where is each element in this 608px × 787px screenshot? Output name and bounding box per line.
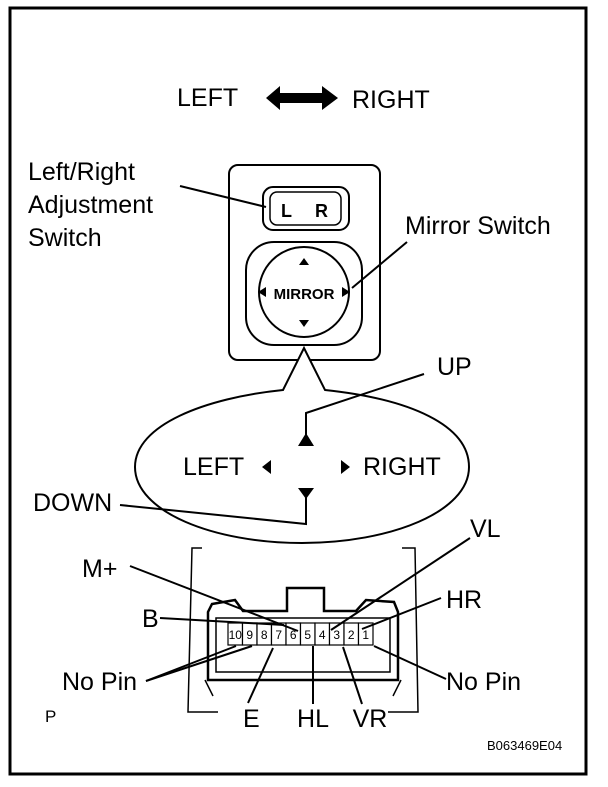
connector-guide-right <box>388 547 419 713</box>
mirror-down-icon <box>299 320 309 327</box>
down-leader <box>119 495 307 526</box>
pin-number: 4 <box>319 628 326 642</box>
lr-switch-leader <box>179 185 267 208</box>
diagram-frame <box>8 6 588 776</box>
lr-switch-callout-line2: Adjustment <box>28 191 153 219</box>
m-plus-label: M+ <box>82 555 117 583</box>
lr-switch-callout-line1: Left/Right <box>28 158 135 186</box>
up-label: UP <box>437 353 472 381</box>
connector-guide-left <box>187 547 218 713</box>
vr-label: VR <box>353 705 388 733</box>
l-key-label: L <box>281 201 292 221</box>
pin-number: 6 <box>290 628 297 642</box>
mirror-up-icon <box>299 258 309 265</box>
pin-number: 1 <box>362 628 369 642</box>
hl-label: HL <box>297 705 329 733</box>
p-marker: P <box>45 707 56 726</box>
vl-leader <box>330 537 471 631</box>
mirror-right-icon <box>342 287 350 297</box>
right-arrow-icon <box>341 460 350 474</box>
pin-number: 8 <box>261 628 268 642</box>
bubble-left-label: LEFT <box>183 453 244 481</box>
no-pin-left-label: No Pin <box>62 668 137 696</box>
hr-leader <box>361 597 442 630</box>
e-leader <box>247 647 274 704</box>
mirror-switch-callout: Mirror Switch <box>405 212 551 240</box>
mirror-switch-leader <box>351 241 408 289</box>
r-key-label: R <box>315 201 328 221</box>
pin-number: 7 <box>275 628 282 642</box>
no-pin-left-leader-2 <box>145 645 253 682</box>
lr-switch-inner <box>269 191 342 226</box>
pin-number: 5 <box>304 628 311 642</box>
connector-latch-right <box>392 679 402 697</box>
pin-number: 3 <box>333 628 340 642</box>
top-left-label: LEFT <box>177 84 238 112</box>
b-leader <box>159 617 285 626</box>
pin-number: 9 <box>246 628 253 642</box>
down-arrow-icon <box>298 488 314 499</box>
hr-label: HR <box>446 586 482 614</box>
pin-number: 10 <box>229 628 243 642</box>
figure-code: B063469E04 <box>487 738 562 753</box>
m-plus-leader <box>129 565 299 632</box>
b-label: B <box>142 605 159 633</box>
no-pin-right-leader <box>373 645 447 680</box>
mirror-left-icon <box>258 287 266 297</box>
vr-leader <box>342 646 363 705</box>
pin-number: 2 <box>348 628 355 642</box>
lr-switch-callout-line3: Switch <box>28 224 102 252</box>
e-label: E <box>243 705 260 733</box>
no-pin-right-label: No Pin <box>446 668 521 696</box>
double-arrow-icon <box>266 86 338 110</box>
top-right-label: RIGHT <box>352 86 430 114</box>
left-arrow-icon <box>262 460 271 474</box>
down-label: DOWN <box>33 489 112 517</box>
bubble-right-label: RIGHT <box>363 453 441 481</box>
vl-label: VL <box>470 515 501 543</box>
connector-latch-left <box>204 679 214 697</box>
mirror-label: MIRROR <box>274 286 335 303</box>
up-leader <box>305 373 425 440</box>
